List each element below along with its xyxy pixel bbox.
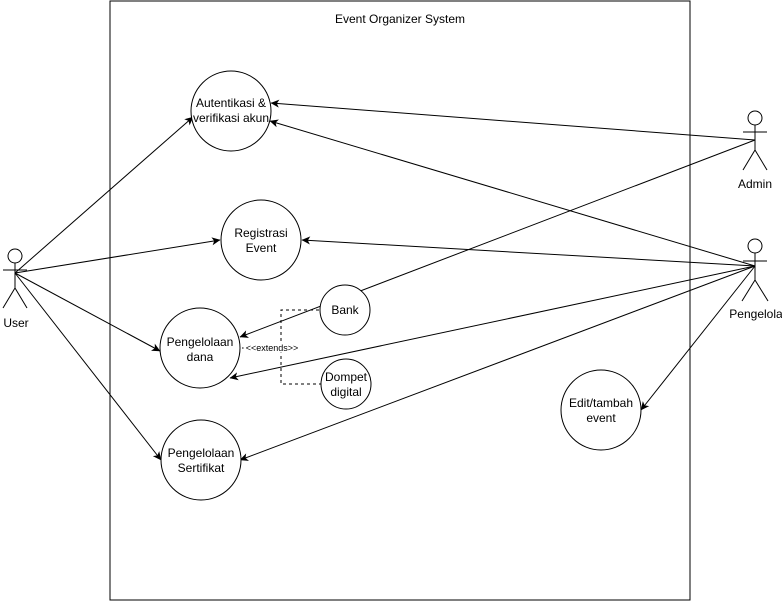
assoc-admin-auth — [270, 99, 756, 141]
usecase-pengelolaan-dana[interactable]: Pengelolaan dana — [159, 307, 241, 389]
usecase-bank[interactable]: Bank — [319, 284, 371, 336]
usecase-registrasi-label-1: Registrasi — [234, 226, 287, 240]
usecase-bank-label: Bank — [331, 303, 359, 317]
assoc-pengelola-edit — [640, 265, 756, 411]
assoc-user-auth — [14, 116, 194, 274]
admin-associations — [239, 99, 756, 338]
actor-pengelola[interactable] — [741, 238, 769, 302]
usecase-dompet-digital[interactable]: Dompet digital — [320, 358, 372, 410]
assoc-pengelola-sertifikat — [239, 265, 756, 461]
usecase-dana-label-1: Pengelolaan — [167, 335, 234, 349]
usecase-registrasi-label-2: Event — [246, 241, 277, 255]
extends-label: <<extends>> — [246, 343, 299, 353]
usecase-autentikasi-label-1: Autentikasi & — [196, 96, 266, 110]
usecase-registrasi[interactable]: Registrasi Event — [220, 199, 302, 281]
usecase-dompet-label-1: Dompet — [325, 370, 368, 384]
usecase-edit-label-2: event — [586, 411, 616, 425]
actor-admin-head-icon — [747, 110, 763, 126]
actor-user[interactable] — [2, 248, 28, 309]
usecase-edit-label-1: Edit/tambah — [569, 396, 633, 410]
pengelola-associations — [229, 119, 756, 461]
assoc-pengelola-dana — [229, 265, 756, 381]
usecase-sertifikat-label-1: Pengelolaan — [168, 446, 235, 460]
user-associations — [14, 116, 221, 461]
usecase-sertifikat-label-2: Sertifikat — [178, 461, 225, 475]
usecase-edit-tambah-event[interactable]: Edit/tambah event — [560, 369, 642, 451]
usecase-autentikasi-label-2: verifikasi akun — [193, 111, 269, 125]
usecase-dana-label-2: dana — [187, 350, 214, 364]
actor-admin-label: Admin — [738, 177, 772, 191]
assoc-user-sertifikat — [14, 272, 162, 461]
actor-user-label: User — [3, 316, 28, 330]
actor-admin[interactable] — [742, 110, 768, 171]
assoc-admin-dana — [239, 139, 756, 338]
extends-connector — [240, 309, 321, 385]
actor-pengelola-label: Pengelola — [729, 307, 782, 321]
usecase-dompet-label-2: digital — [330, 385, 361, 399]
usecase-pengelolaan-sertifikat[interactable]: Pengelolaan Sertifikat — [160, 419, 242, 501]
assoc-pengelola-auth — [269, 119, 756, 267]
assoc-user-registrasi — [14, 237, 221, 274]
actor-pengelola-head-icon — [747, 238, 763, 254]
system-title: Event Organizer System — [335, 12, 465, 26]
assoc-pengelola-registrasi — [301, 236, 756, 267]
system-boundary — [109, 0, 691, 601]
assoc-user-dana — [14, 272, 161, 352]
usecase-autentikasi[interactable]: Autentikasi & verifikasi akun — [190, 70, 272, 152]
actor-user-head-icon — [7, 248, 23, 264]
